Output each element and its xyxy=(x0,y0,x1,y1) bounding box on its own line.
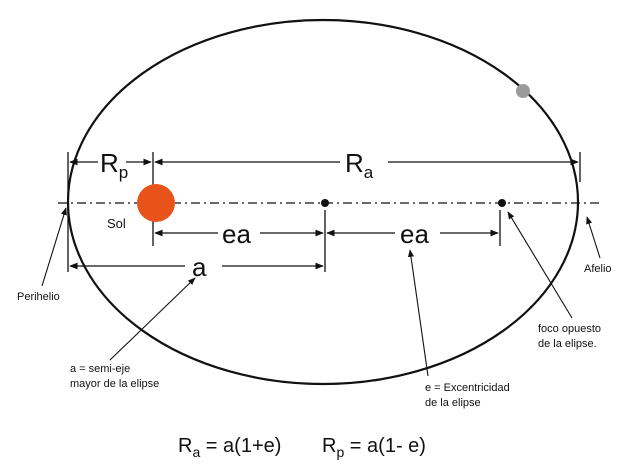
rp-label: Rp xyxy=(100,148,128,182)
perihelio-pointer xyxy=(41,207,67,287)
opposite-focus-point xyxy=(498,199,506,207)
a-label: a xyxy=(192,252,207,282)
ea-right-label: ea xyxy=(400,219,429,249)
excentricidad-label-2: de la elipse xyxy=(425,397,481,409)
sun-icon xyxy=(137,184,175,222)
planet-icon xyxy=(516,84,530,98)
afelio-label: Afelio xyxy=(584,263,612,275)
ra-label: Ra xyxy=(345,148,374,182)
semi-eje-label-2: mayor de la elipse xyxy=(70,378,159,390)
excentricidad-label-1: e = Excentricidad xyxy=(425,382,510,394)
ea-left-label: ea xyxy=(222,219,251,249)
formula-ra: Ra = a(1+e) xyxy=(178,435,281,460)
excentricidad-pointer xyxy=(407,249,429,377)
center-point xyxy=(321,199,329,207)
formula-rp: Rp = a(1- e) xyxy=(322,435,426,460)
semi-eje-label-1: a = semi-eje xyxy=(70,363,130,375)
afelio-pointer xyxy=(586,216,601,259)
foco-label-2: de la elipse. xyxy=(538,338,597,350)
foco-label-1: foco opuesto xyxy=(538,323,601,335)
semi-eje-pointer xyxy=(109,277,196,361)
sol-label: Sol xyxy=(107,216,126,231)
perihelio-label: Perihelio xyxy=(17,291,60,303)
foco-pointer xyxy=(507,211,573,319)
